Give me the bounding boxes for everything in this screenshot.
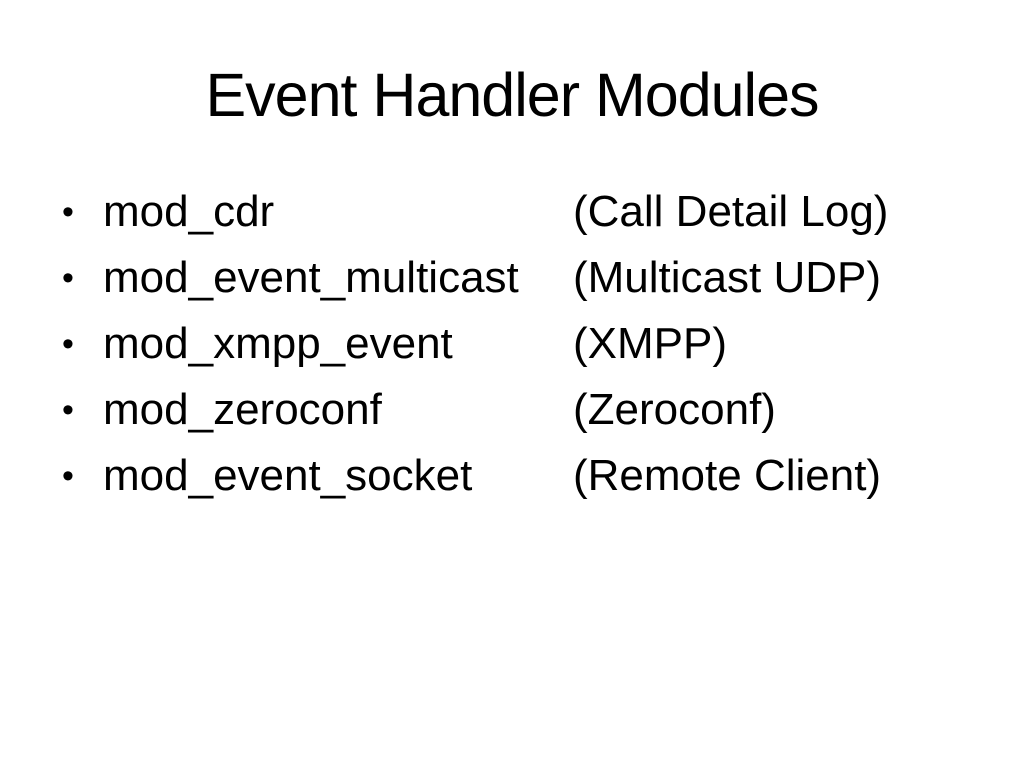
bullet-icon: •	[62, 325, 74, 363]
bullet-icon: •	[62, 457, 74, 495]
module-name: mod_zeroconf	[103, 385, 382, 434]
bullet-list: • mod_cdr (Call Detail Log) • mod_event_…	[58, 179, 978, 509]
module-name: mod_event_multicast	[103, 253, 519, 302]
list-item: • mod_event_socket (Remote Client)	[58, 443, 978, 509]
list-item: • mod_cdr (Call Detail Log)	[58, 179, 978, 245]
bullet-icon: •	[62, 193, 74, 231]
module-name: mod_cdr	[103, 187, 275, 236]
list-item: • mod_xmpp_event (XMPP)	[58, 311, 978, 377]
bullet-icon: •	[62, 391, 74, 429]
module-description: (Multicast UDP)	[573, 253, 882, 302]
list-item: • mod_zeroconf (Zeroconf)	[58, 377, 978, 443]
list-item: • mod_event_multicast (Multicast UDP)	[58, 245, 978, 311]
module-description: (Zeroconf)	[573, 385, 776, 434]
bullet-icon: •	[62, 259, 74, 297]
slide-title: Event Handler Modules	[205, 61, 819, 129]
module-name: mod_event_socket	[103, 451, 473, 500]
module-description: (Call Detail Log)	[573, 187, 889, 236]
module-description: (Remote Client)	[573, 451, 882, 500]
module-description: (XMPP)	[573, 319, 727, 368]
module-name: mod_xmpp_event	[103, 319, 453, 368]
